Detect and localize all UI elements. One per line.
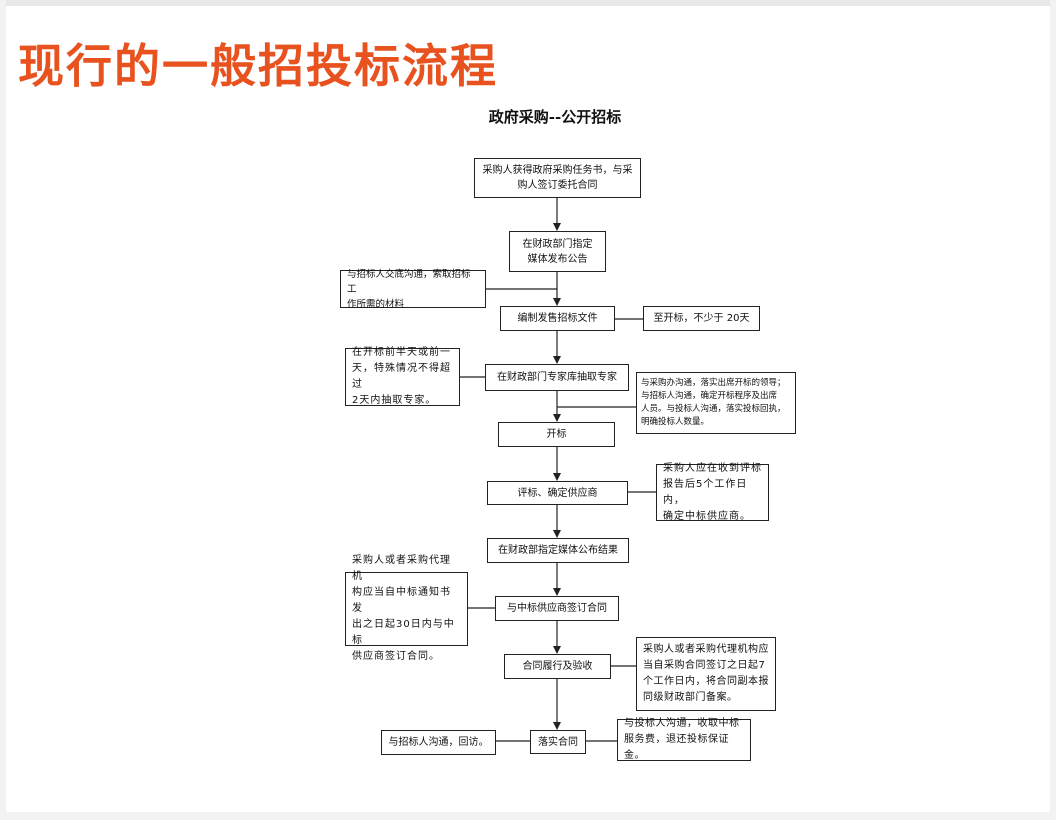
- note-service-fee: 与投标人沟通，收取中标 服务费，退还投标保证金。: [617, 718, 751, 761]
- page-title: 现行的一般招投标流程: [18, 39, 498, 93]
- note-filing: 采购人或者采购代理机构应 当自采购合同签订之日起7 个工作日内，将合同副本报 同…: [636, 637, 776, 711]
- note-bid-period: 至开标，不少于 20天: [643, 306, 760, 331]
- step-prepare-tender-docs: 编制发售招标文件: [500, 306, 615, 331]
- note-opening-communication: 与采购办沟通，落实出席开标的领导； 与招标人沟通，确定开标程序及出席 人员。与投…: [636, 372, 796, 434]
- step-bid-opening: 开标: [498, 422, 615, 447]
- note-contract-deadline: 采购人或者采购代理机 构应当自中标通知书发 出之日起30日内与中标 供应商签订合…: [345, 555, 468, 662]
- step-publish-result: 在财政部指定媒体公布结果: [487, 538, 629, 563]
- note-award-deadline: 采购人应在收到评标 报告后5个工作日内， 确定中标供应商。: [656, 463, 769, 522]
- step-publish-notice: 在财政部门指定 媒体发布公告: [509, 231, 606, 272]
- step-implement-contract: 落实合同: [530, 730, 586, 754]
- window-left-strip: [0, 0, 6, 820]
- note-expert-timing: 在开标前半天或前一 天，特殊情况不得超过 2天内抽取专家。: [345, 347, 460, 406]
- step-evaluate-select: 评标、确定供应商: [487, 481, 628, 505]
- window-right-strip: [1050, 0, 1056, 820]
- window-bottom-strip: [0, 812, 1056, 820]
- step-draw-experts: 在财政部门专家库抽取专家: [485, 364, 629, 391]
- note-docs-material: 与招标人交底沟通，索取招标工 作所需的材料: [340, 269, 486, 310]
- note-visit: 与招标人沟通，回访。: [381, 730, 496, 755]
- diagram-subtitle: 政府采购--公开招标: [488, 108, 622, 126]
- step-entrust-contract: 采购人获得政府采购任务书，与采 购人签订委托合同: [474, 158, 641, 198]
- step-sign-contract: 与中标供应商签订合同: [495, 596, 619, 621]
- step-performance-acceptance: 合同履行及验收: [504, 654, 611, 679]
- window-top-strip: [0, 0, 1056, 6]
